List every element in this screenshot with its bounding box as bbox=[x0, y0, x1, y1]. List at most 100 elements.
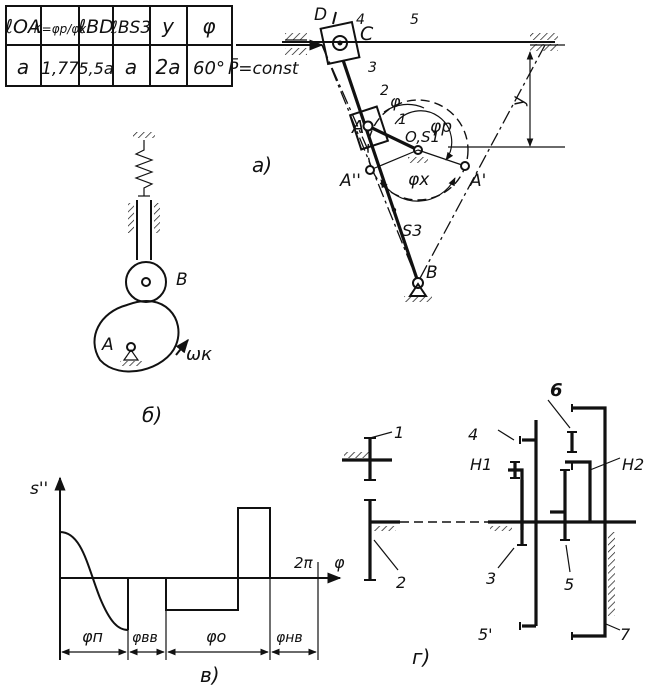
table-cell: a bbox=[17, 55, 29, 79]
point-s3 bbox=[391, 207, 397, 213]
bearing-hatch bbox=[344, 452, 370, 458]
joint-a-prime bbox=[460, 161, 470, 171]
rotation-arrow bbox=[175, 338, 189, 356]
figure-b-cam: B A ωк б) bbox=[93, 132, 212, 427]
angle-arc-phip bbox=[394, 110, 454, 161]
table-header: ℓOA bbox=[4, 16, 41, 38]
roller-center bbox=[141, 277, 151, 287]
parameter-table: ℓOA K=φp/φx ℓBD ℓBS3 y φ a 1,77 5,5a a 2… bbox=[4, 5, 233, 87]
period-label: 2π bbox=[294, 554, 314, 572]
gear-5-label: 5 bbox=[564, 575, 574, 594]
ground-hatch bbox=[608, 532, 615, 616]
bearing-hatch bbox=[490, 526, 512, 531]
joint-a-double-prime bbox=[365, 165, 375, 175]
table-cell: 2a bbox=[156, 55, 181, 79]
guide-hatch bbox=[154, 203, 160, 233]
gear-1-label: 1 bbox=[394, 423, 404, 442]
rod-d bbox=[332, 11, 337, 25]
carrier-h1-label: H1 bbox=[470, 455, 492, 474]
ground-hatch bbox=[285, 33, 307, 40]
pivot-support bbox=[122, 348, 140, 361]
link-2-label: 2 bbox=[380, 83, 389, 99]
force-label: P̄=const bbox=[228, 57, 300, 79]
ground-hatch bbox=[404, 296, 432, 302]
acceleration-steps bbox=[127, 507, 271, 630]
gear-3-label: 3 bbox=[486, 569, 496, 588]
extreme-position-line bbox=[321, 44, 369, 151]
joint-a bbox=[362, 120, 374, 132]
table-header: K=φp/φx bbox=[34, 22, 87, 36]
rocker-link-3 bbox=[341, 59, 420, 283]
table-header: ℓBS3 bbox=[110, 18, 151, 38]
point-a2-label: A'' bbox=[339, 171, 361, 191]
caption-v: в) bbox=[200, 663, 220, 686]
guide-hatch bbox=[128, 203, 134, 233]
table-cell: a bbox=[125, 55, 137, 79]
point-c-label: C bbox=[360, 23, 374, 45]
point-a-label: A bbox=[351, 117, 364, 138]
point-s3-label: S3 bbox=[402, 221, 422, 240]
follower-roller bbox=[125, 261, 167, 303]
table-cell: 5,5a bbox=[78, 59, 113, 78]
x-axis-label: φ bbox=[334, 553, 345, 572]
joint-c bbox=[332, 35, 348, 51]
bearing-hatch bbox=[374, 526, 396, 531]
spring bbox=[134, 140, 154, 196]
cam-b-label: B bbox=[176, 270, 188, 290]
point-d-label: D bbox=[314, 5, 327, 25]
angle-phip-label: φp bbox=[430, 117, 452, 137]
table-cell: 60° bbox=[193, 58, 225, 79]
gear-2-label: 2 bbox=[396, 573, 406, 592]
table-cell: 1,77 bbox=[41, 59, 79, 79]
table-header: ℓBD bbox=[77, 16, 114, 38]
omega-label: ωк bbox=[186, 344, 212, 365]
point-b-label: B bbox=[426, 263, 438, 283]
dimension-y-label: y bbox=[509, 95, 529, 107]
table-header: y bbox=[161, 14, 175, 38]
carrier-h2-label: H2 bbox=[622, 455, 644, 474]
cam-profile bbox=[93, 299, 180, 373]
cam-a-label: A bbox=[101, 335, 114, 355]
figure-g-gear-train: 1 2 H1 3 4 5' bbox=[342, 380, 644, 669]
angle-arc-phi bbox=[383, 103, 425, 113]
point-a1-label: A' bbox=[469, 171, 486, 191]
angle-phi-label: φ bbox=[390, 92, 401, 111]
carrier-h2 bbox=[565, 460, 592, 522]
gear-7-label: 7 bbox=[620, 625, 631, 644]
link-5-label: 5 bbox=[410, 12, 419, 28]
caption-a: а) bbox=[252, 153, 272, 177]
crank-extreme-line bbox=[369, 149, 419, 171]
crank-link-1 bbox=[367, 124, 419, 152]
phase-label: φвв bbox=[132, 630, 158, 646]
gear-6-label: 6 bbox=[550, 380, 563, 401]
angle-arc-phix bbox=[380, 177, 456, 202]
ground-hatch bbox=[285, 48, 307, 55]
angle-phix-label: φx bbox=[408, 170, 430, 190]
extreme-position-line bbox=[417, 44, 546, 283]
joint-c-center bbox=[337, 40, 343, 46]
ground-hatch bbox=[120, 361, 142, 366]
link-4-label: 4 bbox=[356, 12, 365, 28]
acceleration-curve bbox=[59, 531, 129, 631]
gear-4-label: 4 bbox=[468, 425, 478, 444]
link-3-label: 3 bbox=[368, 60, 377, 76]
crank-extreme-line bbox=[417, 149, 466, 167]
phase-label: φо bbox=[206, 627, 227, 646]
link-1-label: 1 bbox=[398, 112, 407, 128]
figure-a-mechanism: P̄=const D C 4 5 3 2 A 1 O,S1 bbox=[228, 5, 565, 302]
crank-slider-block bbox=[348, 105, 390, 151]
ground-hatch bbox=[408, 157, 428, 163]
crank-circle bbox=[367, 99, 469, 201]
ground-hatch bbox=[530, 33, 558, 40]
caption-g: г) bbox=[412, 645, 430, 669]
pivot-support bbox=[408, 282, 428, 297]
phase-label: φп bbox=[82, 627, 103, 646]
phase-label: φнв bbox=[276, 630, 303, 646]
figure-v-graph: s'' φ 2π φп φвв φо φнв в) bbox=[30, 476, 345, 686]
ground-hatch bbox=[133, 132, 155, 138]
point-o-label: O,S1 bbox=[405, 128, 440, 146]
caption-b: б) bbox=[142, 403, 162, 427]
table-header: φ bbox=[202, 14, 215, 38]
ring-gear-6-7 bbox=[572, 406, 607, 638]
